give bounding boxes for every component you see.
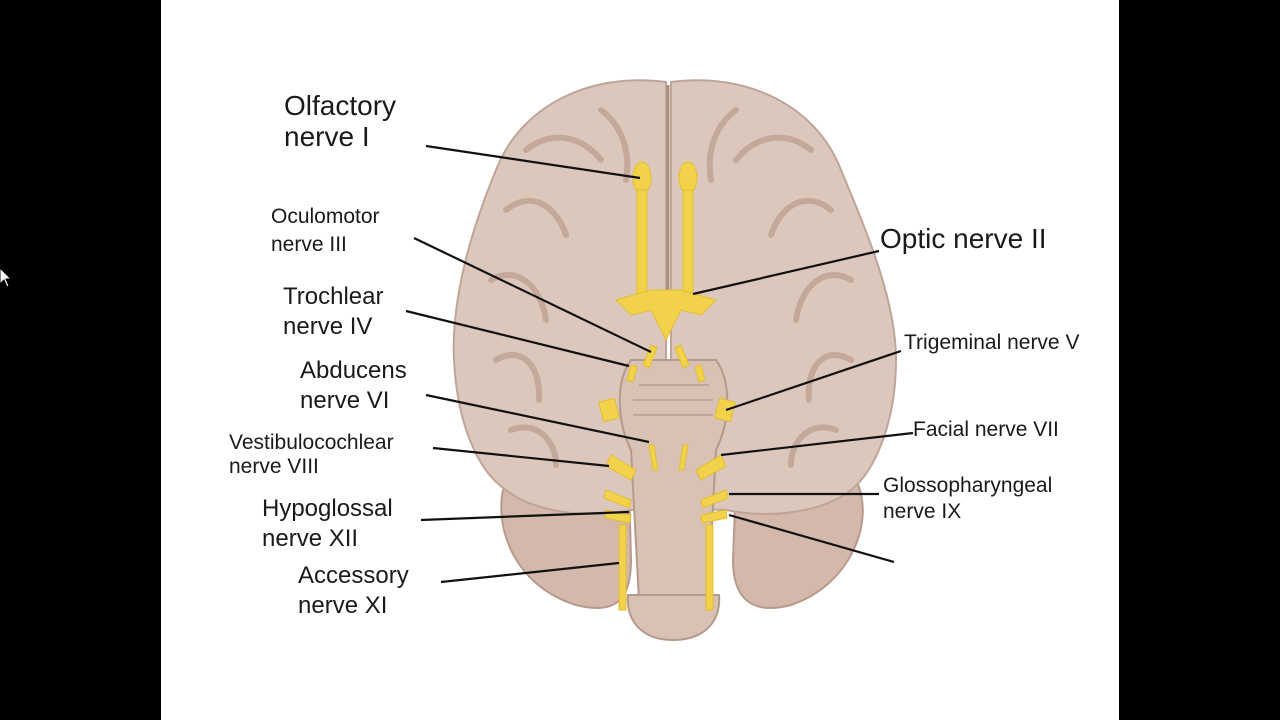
label-trochlear-line2: nerve IV [283, 312, 373, 340]
leader-trochlear [405, 309, 630, 368]
label-trochlear: Trochlear nerve IV [283, 283, 384, 341]
leader-lines [405, 144, 914, 584]
leader-hypoglossal [420, 510, 630, 522]
label-facial: Facial nerve VII [913, 418, 1059, 442]
label-accessory-line1: Accessory [298, 562, 409, 589]
medulla [626, 594, 721, 642]
leader-vestibulocochlear [432, 446, 610, 468]
label-olfactory-line2: nerve I [284, 121, 370, 153]
label-hypoglossal-line2: nerve XII [262, 524, 359, 552]
slide: Olfactory nerve I Oculomotor nerve III T… [161, 0, 1119, 720]
label-glossopharyngeal: Glossopharyngeal nerve IX [883, 474, 1052, 523]
leader-accessory [440, 561, 620, 584]
label-olfactory-line1: Olfactory [284, 90, 397, 121]
label-abducens-line2: nerve VI [300, 386, 390, 414]
label-abducens: Abducens nerve VI [300, 357, 407, 415]
mouse-cursor-icon [0, 268, 12, 288]
leader-oculomotor [413, 237, 652, 353]
label-trochlear-line1: Trochlear [283, 283, 384, 310]
label-facial-line1: Facial nerve VII [913, 418, 1059, 441]
label-vestibulocochlear-line2: nerve VIII [229, 454, 319, 478]
leader-optic [692, 249, 880, 296]
label-accessory-line2: nerve XI [298, 591, 388, 619]
brain-diagram [405, 79, 914, 642]
nerves [598, 161, 736, 611]
label-abducens-line1: Abducens [300, 357, 407, 384]
leader-trigeminal [725, 349, 902, 412]
leader-unlabeled [728, 513, 895, 564]
label-vestibulocochlear-line1: Vestibulocochlear [229, 431, 394, 454]
gyri [488, 107, 854, 468]
label-trigeminal-line1: Trigeminal nerve V [904, 331, 1080, 354]
label-oculomotor-line2: nerve III [271, 232, 347, 256]
label-oculomotor-line1: Oculomotor [271, 205, 380, 228]
leader-olfactory [425, 144, 641, 180]
leader-abducens [425, 393, 650, 444]
label-hypoglossal-line1: Hypoglossal [262, 495, 393, 522]
label-vestibulocochlear: Vestibulocochlear nerve VIII [229, 431, 394, 478]
label-accessory: Accessory nerve XI [298, 562, 409, 620]
label-glossopharyngeal-line1: Glossopharyngeal [883, 474, 1053, 497]
label-glossopharyngeal-line2: nerve IX [883, 499, 962, 523]
pons-lines [633, 384, 713, 416]
label-trigeminal: Trigeminal nerve V [904, 331, 1079, 355]
label-optic-line1: Optic nerve II [880, 223, 1047, 254]
label-olfactory: Olfactory nerve I [284, 90, 396, 153]
label-oculomotor: Oculomotor nerve III [271, 205, 380, 256]
label-hypoglossal: Hypoglossal nerve XII [262, 495, 393, 553]
label-optic: Optic nerve II [880, 223, 1047, 254]
leader-facial [720, 431, 914, 457]
